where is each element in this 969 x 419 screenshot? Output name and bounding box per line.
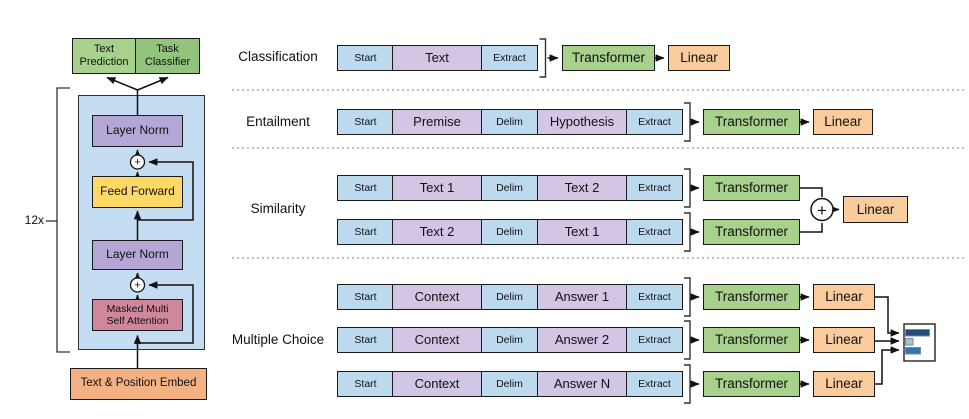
token-answer2: Answer 2: [537, 327, 627, 353]
token-text2: Text 2: [537, 175, 627, 201]
linear-classification: Linear: [668, 45, 730, 71]
token-text2: Text 2: [392, 219, 482, 245]
token-start: Start: [337, 45, 394, 71]
token-answerN: Answer N: [537, 371, 627, 397]
masked-self-attention-box: Masked Multi Self Attention: [92, 299, 183, 331]
token-delim: Delim: [481, 109, 538, 135]
token-context: Context: [392, 371, 482, 397]
layer-norm-top-box: Layer Norm: [92, 115, 183, 147]
bracket-similarity-1: [684, 168, 691, 208]
token-delim: Delim: [481, 219, 538, 245]
feed-forward-box: Feed Forward: [92, 176, 183, 208]
text-prediction-box: Text Prediction: [72, 38, 136, 74]
transformer-choice-3: Transformer: [703, 371, 800, 397]
text-position-embed-box: Text & Position Embed: [70, 368, 207, 400]
token-text1: Text 1: [392, 175, 482, 201]
bars-box: [903, 323, 936, 362]
similarity-add-node: +: [810, 197, 834, 222]
token-start: Start: [337, 327, 394, 353]
similarity-plus-symbol: +: [817, 201, 827, 220]
bracket-classification: [539, 38, 547, 78]
token-premise: Premise: [392, 109, 482, 135]
repeat-count-label: 12x: [24, 213, 44, 227]
text-prediction-line2: Prediction: [79, 56, 129, 68]
linear-choice-3: Linear: [813, 371, 875, 397]
transformer-choice-1: Transformer: [703, 284, 800, 310]
bar-answer1: [905, 329, 930, 337]
task-label-similarity: Similarity: [250, 201, 306, 216]
bar-answerN: [905, 347, 921, 355]
probability-bars-icon: [903, 323, 936, 362]
token-start: Start: [337, 219, 394, 245]
task-label-multiple-choice: Multiple Choice: [231, 332, 325, 347]
token-delim: Delim: [481, 175, 538, 201]
task-classifier-line1: Task: [156, 43, 179, 56]
connector-similarity-top-to-add: [800, 187, 823, 197]
token-extract: Extract: [626, 219, 683, 245]
bracket-similarity-2: [684, 212, 691, 252]
token-text: Text: [392, 45, 482, 71]
connector-similarity-bottom-to-add: [800, 223, 823, 233]
linear-choice-2: Linear: [813, 327, 875, 353]
task-label-classification: Classification: [238, 49, 318, 64]
task-label-entailment: Entailment: [246, 114, 310, 129]
bracket-entailment: [684, 102, 691, 142]
bracket-choice-2: [684, 320, 691, 360]
arrow-to-task-classifier: [137, 76, 169, 91]
task-classifier-line2: Classifier: [144, 56, 191, 68]
linear-similarity: Linear: [843, 196, 908, 223]
token-extract: Extract: [626, 284, 683, 310]
bar-answer2: [905, 338, 914, 346]
transformer-choice-2: Transformer: [703, 327, 800, 353]
token-extract: Extract: [626, 109, 683, 135]
token-delim: Delim: [481, 371, 538, 397]
token-start: Start: [337, 175, 394, 201]
token-start: Start: [337, 371, 394, 397]
similarity-add-circle: [810, 197, 834, 222]
repeat-bracket: [46, 87, 70, 353]
task-classifier-box: Task Classifier: [135, 38, 200, 74]
arrow-to-text-prediction: [106, 76, 138, 91]
token-delim: Delim: [481, 327, 538, 353]
bracket-choice-1: [684, 277, 691, 317]
connector-linear1-to-bars: [875, 296, 900, 337]
token-extract: Extract: [626, 175, 683, 201]
linear-choice-1: Linear: [813, 284, 875, 310]
token-text1: Text 1: [537, 219, 627, 245]
token-extract: Extract: [481, 45, 538, 71]
token-answer1: Answer 1: [537, 284, 627, 310]
transformer-similarity-2: Transformer: [703, 219, 800, 245]
transformer-similarity-1: Transformer: [703, 175, 800, 201]
attention-line2: Self Attention: [106, 315, 169, 327]
token-start: Start: [337, 284, 394, 310]
transformer-entailment: Transformer: [703, 109, 800, 135]
token-extract: Extract: [626, 371, 683, 397]
attention-line1: Masked Multi: [106, 302, 169, 315]
token-extract: Extract: [626, 327, 683, 353]
token-hypothesis: Hypothesis: [537, 109, 627, 135]
transformer-classification: Transformer: [562, 45, 655, 71]
linear-entailment: Linear: [813, 109, 873, 135]
bracket-choice-3: [684, 364, 691, 404]
token-context: Context: [392, 327, 482, 353]
layer-norm-bottom-box: Layer Norm: [92, 240, 183, 270]
token-delim: Delim: [481, 284, 538, 310]
connector-linear3-to-bars: [875, 346, 900, 385]
token-start: Start: [337, 109, 394, 135]
text-prediction-line1: Text: [93, 43, 115, 56]
token-context: Context: [392, 284, 482, 310]
